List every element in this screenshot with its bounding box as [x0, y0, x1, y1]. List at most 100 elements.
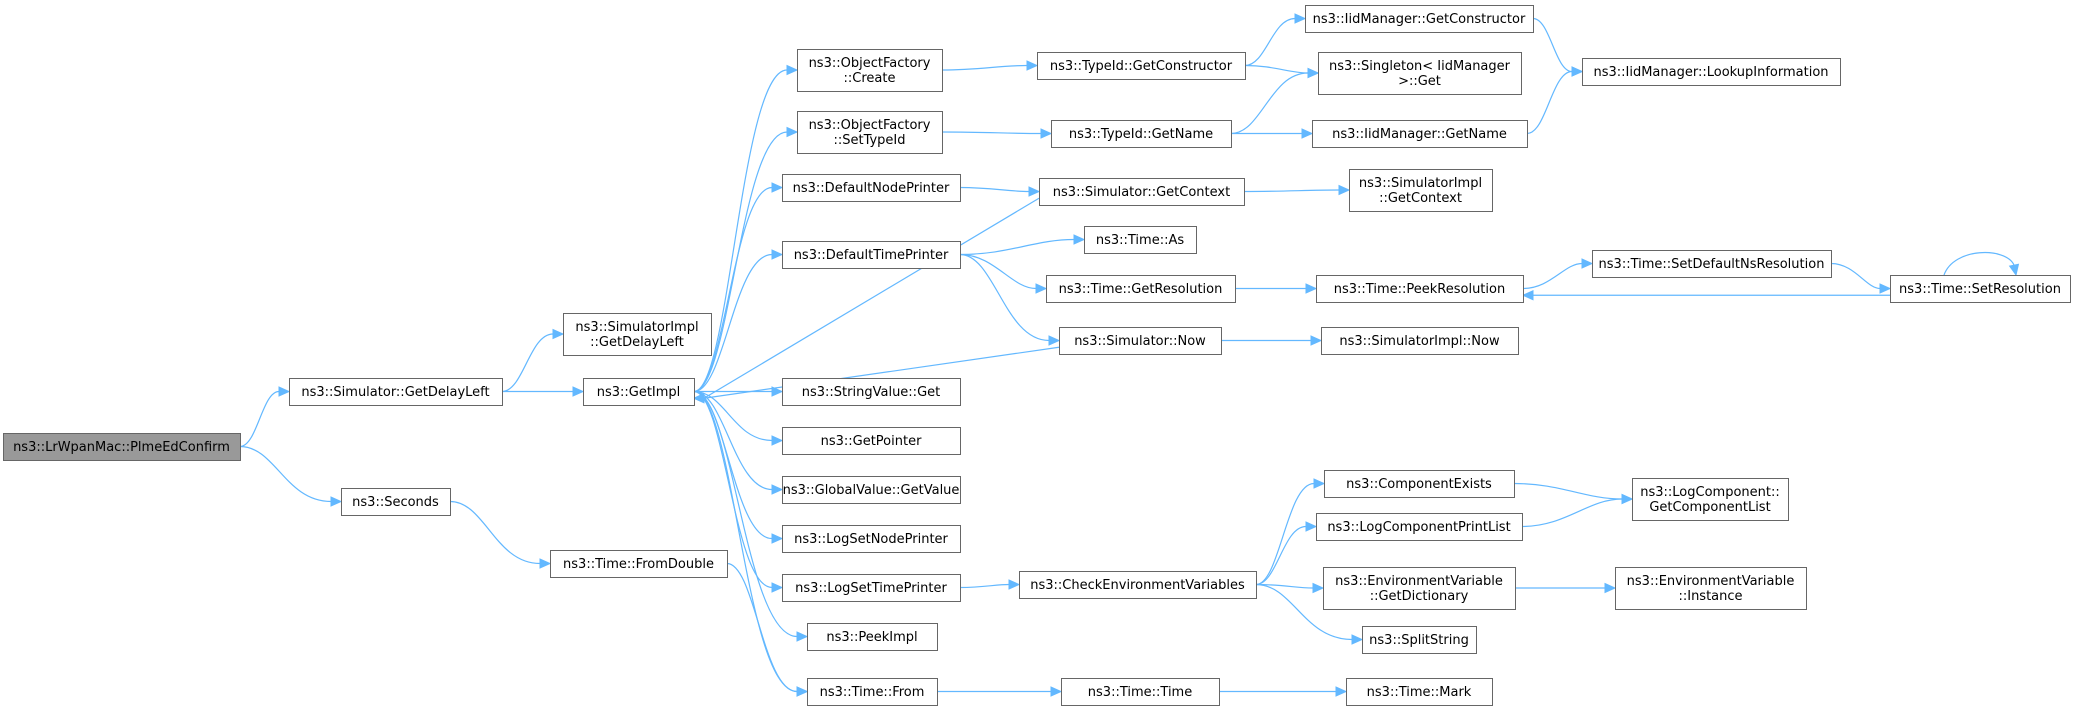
- node-tidgetname[interactable]: ns3::TypeId::GetName: [1051, 120, 1232, 148]
- node-ofsettypeid[interactable]: ns3::ObjectFactory::SetTypeId: [797, 111, 943, 154]
- node-box: [1084, 226, 1197, 254]
- node-componentexists[interactable]: ns3::ComponentExists: [1324, 470, 1515, 498]
- node-ofcreate[interactable]: ns3::ObjectFactory::Create: [797, 49, 943, 92]
- edge-arrowhead: [1008, 579, 1021, 590]
- node-splitstring[interactable]: ns3::SplitString: [1362, 626, 1477, 654]
- node-peekimpl[interactable]: ns3::PeekImpl: [807, 623, 938, 651]
- edge-arrowhead: [1035, 283, 1048, 294]
- edge-getimpl-to-gvgetvalue: [693, 390, 784, 495]
- node-getdelayleft[interactable]: ns3::Simulator::GetDelayLeft: [289, 378, 503, 406]
- edge-line: [1943, 251, 2015, 276]
- edge-arrowhead: [1621, 493, 1634, 505]
- node-label: ns3::LogComponent::: [1640, 485, 1780, 500]
- edge-getimpl-to-getpointer: [693, 390, 784, 446]
- node-box: [1019, 571, 1257, 599]
- edge-arrowhead: [1312, 582, 1325, 594]
- node-box: [1305, 5, 1534, 33]
- edge-arrowhead: [771, 484, 784, 495]
- node-iidgetname[interactable]: ns3::IidManager::GetName: [1312, 120, 1528, 148]
- node-timegetresolution[interactable]: ns3::Time::GetResolution: [1046, 275, 1236, 303]
- edge-seconds-to-fromdouble: [449, 500, 552, 569]
- node-logcompgetlist[interactable]: ns3::LogComponent::GetComponentList: [1632, 478, 1789, 521]
- node-logcompprintlist[interactable]: ns3::LogComponentPrintList: [1316, 513, 1523, 541]
- node-label: ns3::EnvironmentVariable: [1627, 574, 1795, 589]
- node-label: ns3::Singleton< IidManager: [1329, 59, 1511, 74]
- edge-arrowhead: [1307, 67, 1320, 79]
- edge-simnow-to-simimplnow: [1220, 335, 1323, 346]
- node-simnow[interactable]: ns3::Simulator::Now: [1059, 327, 1222, 355]
- node-strvalget[interactable]: ns3::StringValue::Get: [782, 378, 961, 406]
- node-iidlookupinfo[interactable]: ns3::IidManager::LookupInformation: [1582, 58, 1841, 86]
- node-label: ns3::ObjectFactory: [809, 56, 931, 71]
- edge-timegetresolution-to-peekresolution: [1235, 283, 1318, 294]
- node-seconds[interactable]: ns3::Seconds: [341, 488, 451, 516]
- node-tidgetconstructor[interactable]: ns3::TypeId::GetConstructor: [1037, 52, 1246, 80]
- node-box: [1324, 470, 1515, 498]
- edge-line: [1521, 498, 1623, 528]
- edge-arrowhead: [1026, 60, 1039, 71]
- node-peekresolution[interactable]: ns3::Time::PeekResolution: [1316, 275, 1524, 303]
- node-gvgetvalue[interactable]: ns3::GlobalValue::GetValue: [782, 476, 961, 504]
- node-iidgetconstructor[interactable]: ns3::IidManager::GetConstructor: [1305, 5, 1534, 33]
- edge-line: [1255, 525, 1307, 586]
- node-timetime[interactable]: ns3::Time::Time: [1061, 678, 1220, 706]
- edge-iidgetname-to-iidlookupinfo: [1526, 66, 1584, 135]
- node-logsetnodeprinter[interactable]: ns3::LogSetNodePrinter: [782, 525, 961, 553]
- node-checkenvvars[interactable]: ns3::CheckEnvironmentVariables: [1019, 571, 1257, 599]
- node-simimplgetdelayleft[interactable]: ns3::SimulatorImpl::GetDelayLeft: [563, 313, 712, 356]
- node-label: ns3::CheckEnvironmentVariables: [1030, 578, 1245, 593]
- edge-line: [941, 64, 1028, 71]
- node-fromdouble[interactable]: ns3::Time::FromDouble: [550, 550, 728, 578]
- edge-arrowhead: [692, 392, 705, 404]
- node-box: [782, 241, 961, 269]
- node-label: ns3::Time::As: [1096, 233, 1185, 248]
- node-label: GetComponentList: [1649, 500, 1770, 515]
- edge-defnodeprinter-to-simgetcontext: [959, 186, 1041, 197]
- node-setresolution[interactable]: ns3::Time::SetResolution: [1890, 275, 2071, 303]
- edge-deftimeprinter-to-timegetresolution: [959, 253, 1048, 294]
- node-box: [1312, 120, 1528, 148]
- node-envvargetdict[interactable]: ns3::EnvironmentVariable::GetDictionary: [1323, 567, 1516, 610]
- node-label: ns3::Time::FromDouble: [563, 557, 714, 572]
- node-box: [1349, 169, 1493, 212]
- node-simimplgetcontext[interactable]: ns3::SimulatorImpl::GetContext: [1349, 169, 1493, 212]
- node-timemark[interactable]: ns3::Time::Mark: [1346, 678, 1493, 706]
- edge-setresolution-to-peekresolution: [1521, 289, 1890, 301]
- node-deftimeprinter[interactable]: ns3::DefaultTimePrinter: [782, 241, 961, 269]
- node-label: ns3::DefaultNodePrinter: [793, 181, 950, 196]
- node-timefrom[interactable]: ns3::Time::From: [807, 678, 938, 706]
- edge-arrowhead: [539, 558, 552, 569]
- node-singletonget[interactable]: ns3::Singleton< IidManager>::Get: [1318, 52, 1522, 95]
- edge-line: [1532, 17, 1573, 73]
- node-label: ns3::SimulatorImpl::Now: [1339, 334, 1500, 349]
- edge-checkenvvars-to-logcompprintlist: [1255, 521, 1318, 586]
- node-logsettimeprinter[interactable]: ns3::LogSetTimePrinter: [782, 574, 961, 602]
- node-setdefaultnsres[interactable]: ns3::Time::SetDefaultNsResolution: [1592, 250, 1832, 278]
- node-plme[interactable]: ns3::LrWpanMac::PlmeEdConfirm: [3, 433, 241, 461]
- node-label: >::Get: [1398, 74, 1441, 89]
- node-box: [1362, 626, 1477, 654]
- node-label: ns3::Simulator::GetContext: [1053, 185, 1230, 200]
- edge-line: [959, 583, 1010, 589]
- node-label: ns3::ObjectFactory: [809, 118, 931, 133]
- node-simimplnow[interactable]: ns3::SimulatorImpl::Now: [1321, 327, 1519, 355]
- node-defnodeprinter[interactable]: ns3::DefaultNodePrinter: [782, 174, 961, 202]
- edge-line: [501, 333, 554, 393]
- node-getpointer[interactable]: ns3::GetPointer: [782, 427, 961, 455]
- node-label: ns3::ComponentExists: [1346, 477, 1492, 492]
- edge-line: [449, 500, 541, 565]
- edge-line: [693, 390, 798, 638]
- edge-arrowhead: [771, 386, 784, 397]
- edge-simgetcontext-to-simimplgetcontext: [1243, 184, 1351, 196]
- edge-ofsettypeid-to-tidgetname: [941, 128, 1053, 139]
- node-box: [1039, 178, 1245, 206]
- edge-arrowhead: [2008, 263, 2020, 277]
- node-box: [563, 313, 712, 356]
- node-timeas[interactable]: ns3::Time::As: [1084, 226, 1197, 254]
- node-simgetcontext[interactable]: ns3::Simulator::GetContext: [1039, 178, 1245, 206]
- node-getimpl[interactable]: ns3::GetImpl: [583, 378, 695, 406]
- node-box: [1615, 567, 1807, 610]
- node-label: ::SetTypeId: [833, 133, 905, 148]
- node-box: [1316, 513, 1523, 541]
- node-envvarinstance[interactable]: ns3::EnvironmentVariable::Instance: [1615, 567, 1807, 610]
